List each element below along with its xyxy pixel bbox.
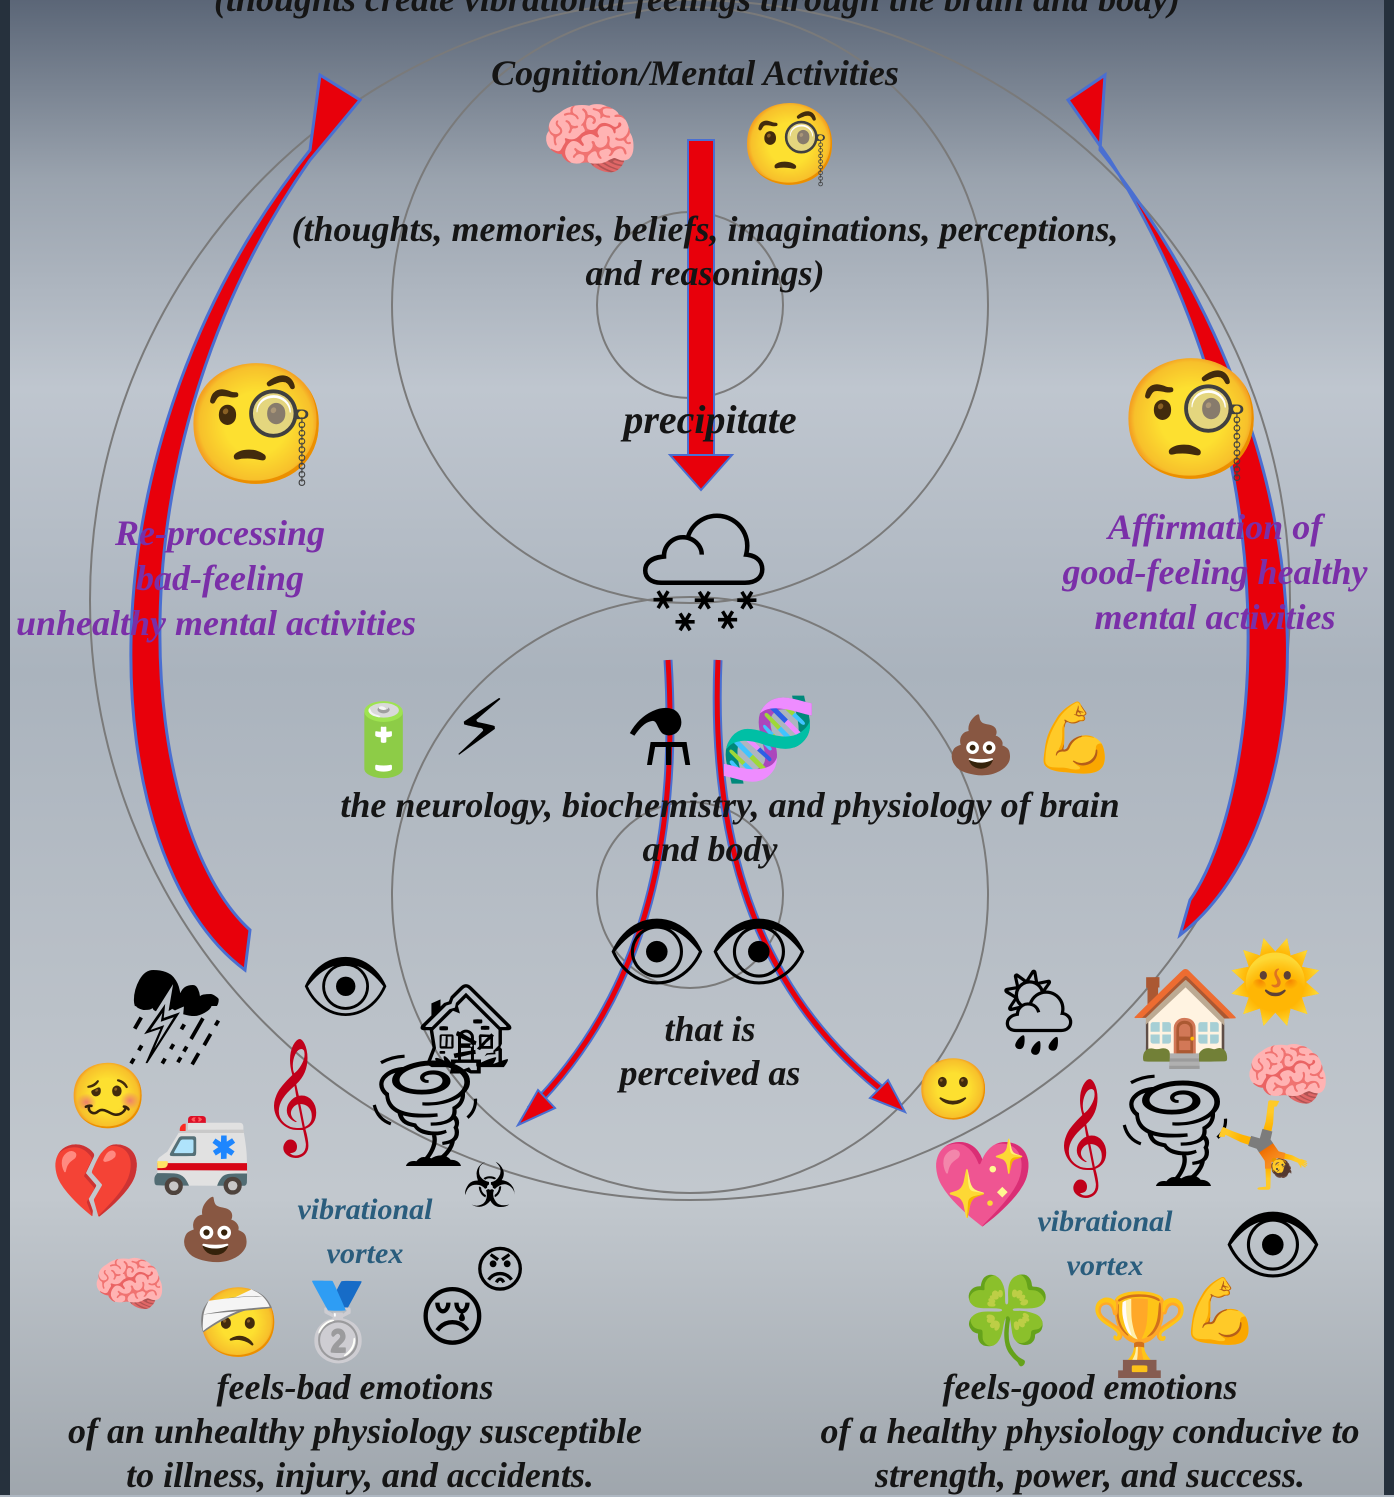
left-frame bbox=[0, 0, 10, 1495]
snow-cloud-icon: 🌨 bbox=[630, 505, 778, 640]
tuning-fork-bad-icon: 𝄞 bbox=[262, 1036, 322, 1153]
right-loop-line-3: mental activities bbox=[1094, 597, 1336, 637]
biohazard-icon: ☣ bbox=[462, 1149, 518, 1222]
dna-icon: 🧬 bbox=[718, 693, 818, 786]
ambulance-icon: 🚑 bbox=[150, 1103, 253, 1198]
monocle-sad-face-icon: 🧐 bbox=[183, 355, 330, 493]
flask-icon: ⚗ bbox=[625, 694, 695, 784]
trophy-icon: 🏆 bbox=[1090, 1288, 1190, 1381]
vortex-left-line-2: vortex bbox=[326, 1237, 404, 1270]
bottom-left-line-3: to illness, injury, and accidents. bbox=[126, 1455, 594, 1495]
upper-circle bbox=[391, 6, 989, 604]
precipitate-label: precipitate bbox=[623, 397, 797, 442]
lightning-icon: ⚡ bbox=[452, 684, 507, 774]
broken-heart-icon: 💔 bbox=[50, 1139, 143, 1225]
perceived-arrow-left-inner bbox=[528, 659, 673, 1112]
poop-center-icon: 💩 bbox=[946, 713, 1016, 778]
eye-bad-icon: 👁 bbox=[300, 944, 392, 1028]
right-loop-arrow bbox=[1065, 72, 1289, 939]
brain-good-icon: 🧠 bbox=[1244, 1034, 1332, 1116]
house-icon: 🏠 bbox=[1128, 964, 1243, 1071]
clover-icon: 🍀 bbox=[955, 1271, 1060, 1369]
left-loop-line-1: Re-processing bbox=[115, 513, 325, 553]
bottom-left-line-1: feels-bad emotions bbox=[216, 1367, 494, 1407]
perceived-arrow-right-inner bbox=[714, 659, 897, 1103]
bottom-right-line-3: strength, power, and success. bbox=[874, 1455, 1306, 1495]
perceived-arrow-left-head bbox=[515, 1088, 557, 1128]
neurology-line-1: the neurology, biochemistry, and physiol… bbox=[340, 785, 1120, 825]
vortex-right-line-2: vortex bbox=[1066, 1249, 1144, 1282]
bottom-right-line-1: feels-good emotions bbox=[942, 1367, 1238, 1407]
crying-face-icon: 😢 bbox=[418, 1279, 487, 1356]
brain-icon: 🧠 bbox=[540, 93, 640, 186]
bottom-left-line-2: of an unhealthy physiology susceptible bbox=[67, 1411, 643, 1451]
right-frame bbox=[1384, 0, 1394, 1495]
right-loop-line-2: good-feeling healthy bbox=[1062, 552, 1368, 592]
neurology-line-2: and body bbox=[642, 829, 778, 869]
monocle-face-top-icon: 🧐 bbox=[740, 98, 840, 191]
eye-left-icon: 👁 bbox=[606, 905, 708, 998]
muscle-good-icon: 💪 bbox=[1180, 1275, 1260, 1349]
woozy-face-icon: 🥴 bbox=[68, 1060, 148, 1134]
brain-bad-icon: 🧠 bbox=[92, 1250, 167, 1320]
vortex-left-line-1: vibrational bbox=[297, 1193, 433, 1226]
poop-bad-icon: 💩 bbox=[178, 1195, 253, 1265]
tornado-bad-icon: 🌪 bbox=[355, 1046, 495, 1174]
smiling-face-icon: 🙂 bbox=[916, 1055, 991, 1125]
cognition-line-1: (thoughts, memories, beliefs, imaginatio… bbox=[291, 209, 1119, 249]
angry-face-icon: 😡 bbox=[474, 1241, 527, 1299]
injured-face-icon: 🤕 bbox=[196, 1284, 281, 1363]
storm-cloud-icon: ⛈ bbox=[128, 950, 224, 1089]
eye-good-icon: 👁 bbox=[1222, 1198, 1324, 1291]
right-loop-line-1: Affirmation of bbox=[1107, 507, 1323, 547]
sun-rain-cloud-icon: 🌦 bbox=[985, 963, 1092, 1061]
gymnast-icon: 🤸 bbox=[1212, 1098, 1315, 1193]
sun-face-icon: 🌞 bbox=[1228, 937, 1323, 1026]
left-loop-arrow bbox=[129, 72, 363, 973]
lower-dot-circle bbox=[596, 801, 784, 989]
top-banner: (thoughts create vibrational feelings th… bbox=[0, 0, 1394, 21]
muscle-center-icon: 💪 bbox=[1032, 699, 1117, 778]
perceived-line-2: perceived as bbox=[619, 1053, 801, 1093]
perceived-line-1: that is bbox=[664, 1009, 756, 1049]
lower-circle bbox=[391, 596, 989, 1194]
bottom-right-line-2: of a healthy physiology conducive to bbox=[820, 1411, 1360, 1451]
second-place-medal-icon: 🥈 bbox=[292, 1279, 385, 1365]
sparkling-heart-icon: 💖 bbox=[930, 1135, 1035, 1233]
tuning-fork-good-icon: 𝄞 bbox=[1052, 1076, 1112, 1193]
left-loop-line-3: unhealthy mental activities bbox=[15, 603, 416, 643]
monocle-happy-face-icon: 🧐 bbox=[1118, 350, 1265, 488]
outer-circle bbox=[89, 0, 1291, 1201]
battery-icon: 🔋 bbox=[340, 699, 428, 781]
perceived-arrow-right-head bbox=[868, 1078, 908, 1114]
precipitate-arrow-shaft bbox=[687, 139, 715, 461]
vortex-right-line-1: vibrational bbox=[1037, 1205, 1173, 1238]
cognition-title: Cognition/Mental Activities bbox=[491, 53, 899, 93]
broken-house-icon: 🏚 bbox=[410, 977, 522, 1080]
tornado-good-icon: 🌪 bbox=[1105, 1066, 1245, 1194]
precipitate-arrow-head bbox=[667, 454, 735, 492]
left-loop-line-2: bad-feeling bbox=[136, 558, 304, 598]
eye-right-icon: 👁 bbox=[708, 905, 810, 998]
cognition-line-2: and reasonings) bbox=[585, 253, 825, 293]
